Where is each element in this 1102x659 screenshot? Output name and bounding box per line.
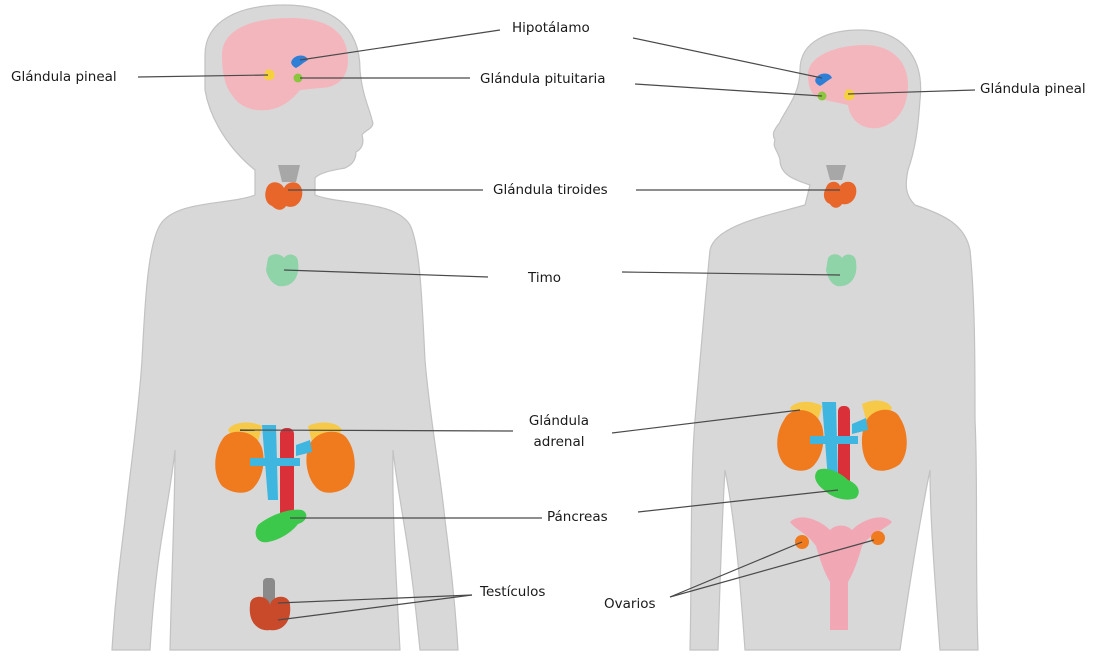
female-ovary-right xyxy=(871,531,885,545)
label-glandula-adrenal: Glándula adrenal xyxy=(514,413,604,451)
label-hipotalamo: Hipotálamo xyxy=(512,20,590,37)
male-kidney-right xyxy=(306,432,354,493)
female-figure xyxy=(690,30,978,650)
label-glandula-tiroides: Glándula tiroides xyxy=(493,182,608,199)
label-glandula-pituitaria: Glándula pituitaria xyxy=(480,71,606,88)
male-figure xyxy=(112,5,458,650)
leader-pituitaria-female xyxy=(635,84,822,96)
label-adrenal-line2: adrenal xyxy=(514,434,604,451)
label-glandula-pineal-left: Glándula pineal xyxy=(11,69,117,86)
label-ovarios: Ovarios xyxy=(604,596,655,613)
label-glandula-pineal-right: Glándula pineal xyxy=(980,81,1086,98)
leader-hipotalamo-female xyxy=(633,38,822,78)
female-kidney-right xyxy=(862,410,907,471)
male-aorta xyxy=(280,428,294,518)
label-timo: Timo xyxy=(528,270,561,287)
label-testiculos: Testículos xyxy=(480,584,545,601)
label-pancreas: Páncreas xyxy=(547,509,608,526)
label-adrenal-line1: Glándula xyxy=(514,413,604,430)
